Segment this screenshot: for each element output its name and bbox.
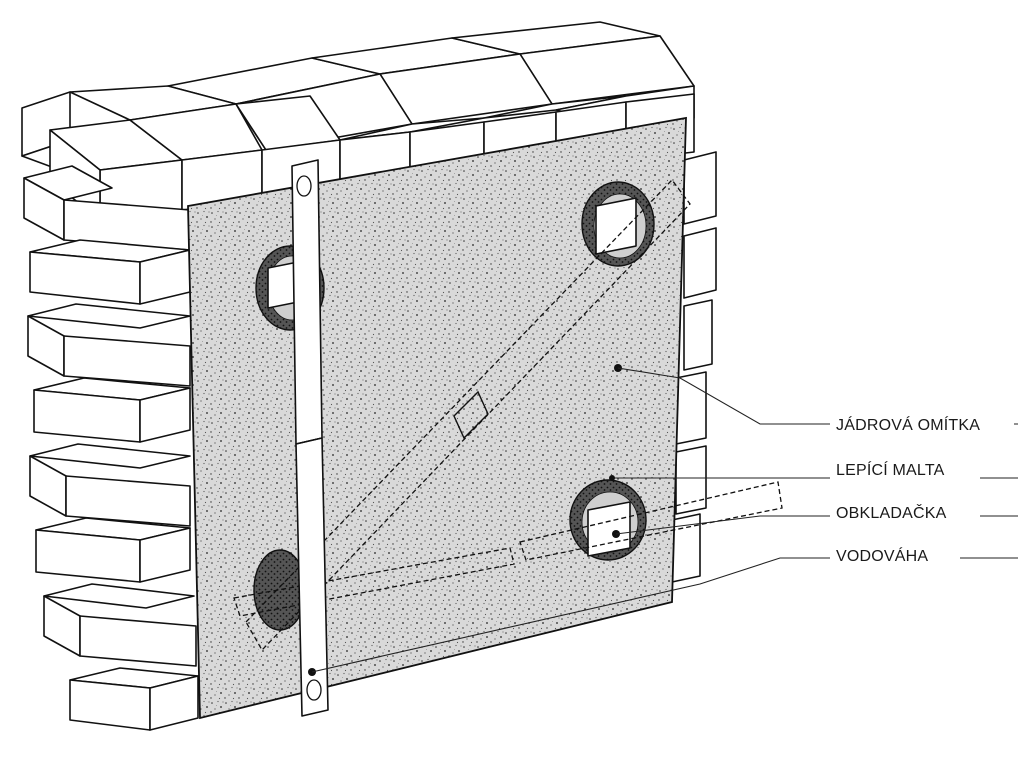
label-adhesive: LEPÍCÍ MALTA	[830, 454, 980, 484]
label-tile: OBKLADAČKA	[830, 496, 980, 526]
brick-wall-left-stack	[23, 165, 199, 731]
spirit-level-vertical	[291, 159, 329, 717]
spirit-level-diagonal	[233, 178, 783, 652]
brick-wall-right-side	[671, 151, 717, 583]
label-adhesive-text: LEPÍCÍ MALTA	[836, 460, 945, 479]
label-level-text: VODOVÁHA	[836, 546, 928, 565]
label-tile-text: OBKLADAČKA	[836, 503, 947, 522]
label-level: VODOVÁHA	[830, 540, 960, 570]
tiles	[267, 197, 637, 557]
label-core-plaster: JÁDROVÁ OMÍTKA	[830, 408, 1014, 438]
brick-wall-top-row	[49, 21, 695, 221]
label-core-plaster-text: JÁDROVÁ OMÍTKA	[836, 415, 980, 434]
